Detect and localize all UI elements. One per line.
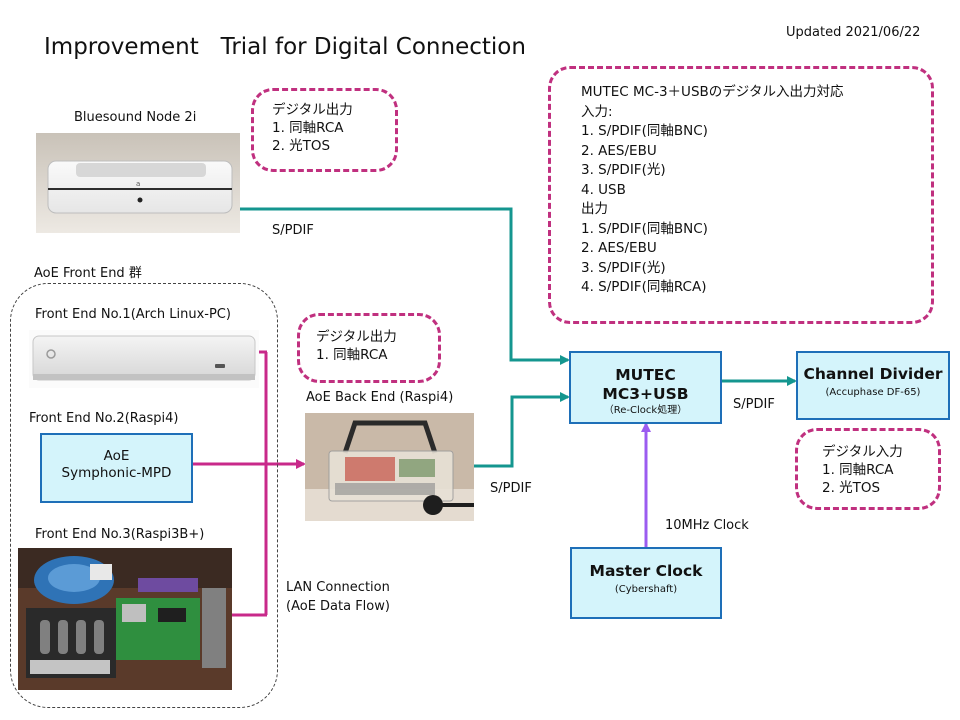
master-clock-box: Master Clock (Cybershaft)	[570, 547, 722, 619]
bluesound-to-mutec-line	[240, 207, 570, 365]
aoe-front-end-group	[10, 283, 278, 708]
clock-label: 10MHz Clock	[665, 518, 749, 533]
spdif-divider-label: S/PDIF	[733, 397, 775, 412]
mutec-box: MUTEC MC3+USB （Re-Clock処理）	[569, 351, 722, 424]
aoe-back-end-photo	[305, 413, 474, 521]
lan-connection-label: LAN Connection (AoE Data Flow)	[286, 580, 390, 614]
aoe-group-label: AoE Front End 群	[34, 266, 142, 281]
bluesound-node-photo: a	[36, 133, 240, 233]
backend-label: AoE Back End (Raspi4)	[306, 390, 454, 405]
svg-text:a: a	[136, 180, 140, 188]
fe2-label: Front End No.2(Raspi4)	[29, 411, 179, 426]
divider-input-note: デジタル入力 1. 同軸RCA 2. 光TOS	[795, 428, 941, 510]
backend-to-mutec-line	[474, 392, 570, 468]
page-title: Improvement Trial for Digital Connection	[44, 34, 526, 60]
mutec-io-note: MUTEC MC-3＋USBのデジタル入出力対応 入力: 1. S/PDIF(同…	[548, 66, 934, 324]
raspi3b-photo	[18, 548, 232, 690]
fe3-label: Front End No.3(Raspi3B+)	[35, 527, 205, 542]
bluesound-output-note: デジタル出力 1. 同軸RCA 2. 光TOS	[251, 88, 398, 172]
spdif-backend-label: S/PDIF	[490, 481, 532, 496]
fe1-label: Front End No.1(Arch Linux-PC)	[35, 307, 231, 322]
updated-date: Updated 2021/06/22	[786, 25, 921, 40]
aoe-symphonic-mpd-box: AoE Symphonic-MPD	[40, 433, 193, 503]
arch-linux-pc-photo	[29, 330, 259, 388]
bluesound-label: Bluesound Node 2i	[74, 110, 197, 125]
spdif-bluesound-label: S/PDIF	[272, 223, 314, 238]
backend-output-note: デジタル出力 1. 同軸RCA	[297, 313, 441, 383]
channel-divider-box: Channel Divider (Accuphase DF-65)	[796, 351, 950, 420]
